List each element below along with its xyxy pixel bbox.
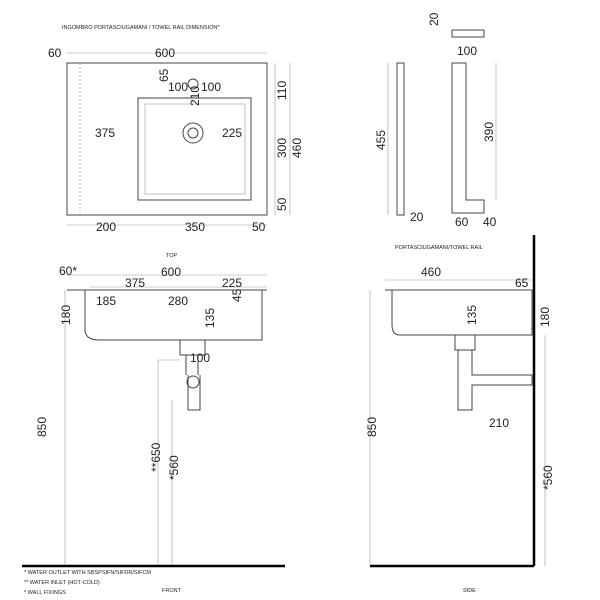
dim-20-top: 20 (427, 12, 441, 26)
towel-rail-label: PORTASCIUGAMANI/TOWEL RAIL (395, 245, 483, 251)
dim-350: 350 (185, 220, 205, 234)
siphon (179, 340, 206, 411)
dim-460: 460 (290, 138, 304, 158)
front-view: 60* 600 375 225 185 280 45 180 135 100 8… (22, 264, 285, 596)
dim-300: 300 (275, 138, 289, 158)
basin-outline (66, 62, 268, 216)
dim-60: 60 (48, 46, 62, 60)
note-water-inlet: ** WATER INLET (HOT-COLD) (24, 580, 100, 586)
front-view-label: FRONT (162, 588, 182, 594)
top-view-label: TOP (166, 253, 178, 259)
dim-185: 185 (96, 294, 116, 308)
rail-front (396, 62, 405, 216)
towel-rail-dimension-label: INGOMBRO PORTASCIUGAMANI / TOWEL RAIL DI… (62, 25, 220, 31)
dim-560: *560 (541, 465, 555, 490)
dim-50-vertical: 50 (275, 197, 289, 211)
dim-225: 225 (222, 126, 242, 140)
dim-135: 135 (203, 308, 217, 328)
dim-280: 280 (168, 294, 188, 308)
dim-375: 375 (125, 276, 145, 290)
dim-60: 60 (455, 215, 469, 229)
dim-45: 45 (230, 288, 244, 302)
dim-850: 850 (35, 417, 49, 437)
rail-top (451, 29, 485, 38)
dim-390: 390 (482, 122, 496, 142)
note-wall-fixings: * WALL FIXINGS (24, 590, 66, 596)
dim-180: 180 (59, 305, 73, 325)
towel-rail-view: 20 100 455 20 390 60 40 PORTASCIUGAMANI/… (374, 12, 497, 251)
dim-65: 65 (515, 276, 529, 290)
dim-40: 40 (483, 215, 497, 229)
dim-850: 850 (365, 417, 379, 437)
top-view: INGOMBRO PORTASCIUGAMANI / TOWEL RAIL DI… (48, 25, 304, 259)
dim-20: 20 (410, 210, 424, 224)
dim-100-left: 100 (168, 80, 188, 94)
dim-100: 100 (190, 351, 210, 365)
rail-side (451, 62, 485, 214)
dim-65: 65 (157, 68, 171, 82)
bowl-outline (137, 97, 252, 201)
dim-110: 110 (275, 81, 289, 100)
dim-460: 460 (421, 265, 441, 279)
basin-side (385, 289, 533, 336)
side-view-label: SIDE (463, 588, 476, 594)
dim-560: *560 (167, 455, 181, 480)
dim-135: 135 (465, 305, 479, 325)
dim-455: 455 (374, 130, 388, 150)
dim-650: **650 (149, 442, 163, 472)
dim-375: 375 (95, 126, 115, 140)
siphon-side (454, 335, 533, 411)
tap-hole-icon (187, 78, 199, 90)
dim-600: 600 (155, 46, 175, 60)
dim-100-right: 100 (201, 80, 221, 94)
dim-225: 225 (222, 276, 242, 290)
dim-200: 200 (96, 220, 116, 234)
basin-front (67, 289, 267, 341)
dim-210: 210 (489, 416, 509, 430)
side-view: 460 65 135 180 210 850 *560 SIDE (365, 235, 555, 594)
dim-60: 60* (59, 264, 77, 278)
dim-50-horizontal: 50 (252, 220, 266, 234)
dim-180: 180 (538, 307, 552, 327)
dim-210: 210 (188, 86, 202, 106)
dim-600: 600 (161, 265, 181, 279)
dim-100: 100 (457, 44, 477, 58)
drain-icon (182, 122, 204, 144)
note-water-outlet: * WATER OUTLET WITH SBSPSIFN/SIFDR/SIFCM (24, 570, 151, 576)
